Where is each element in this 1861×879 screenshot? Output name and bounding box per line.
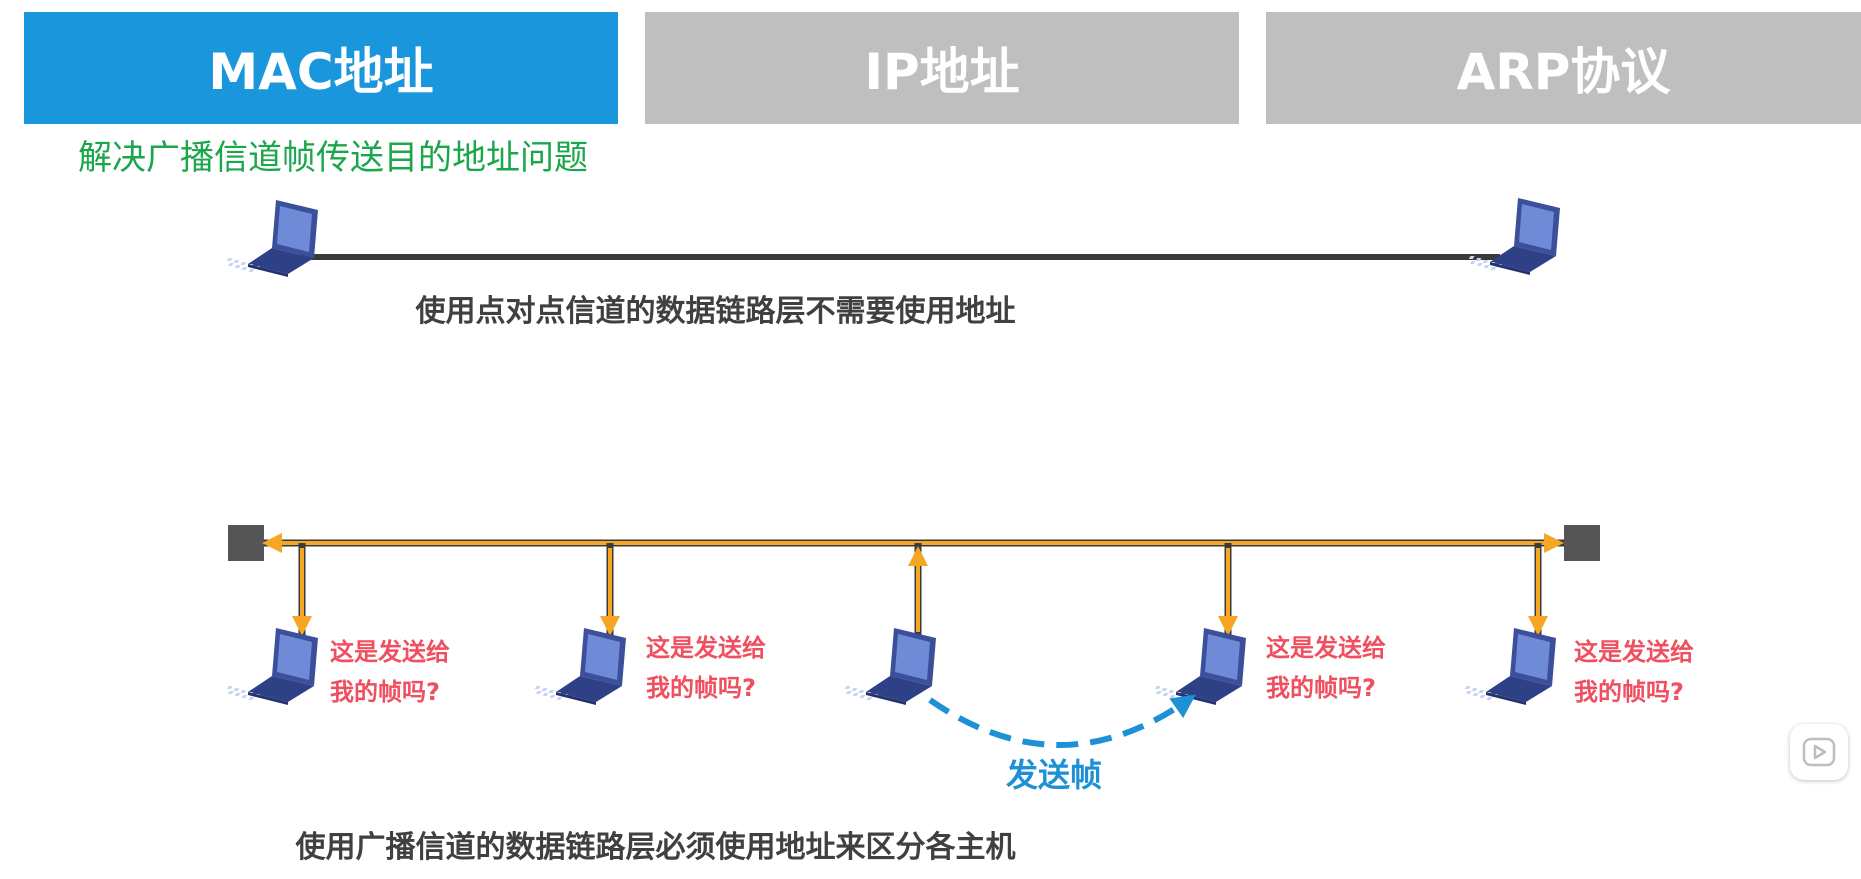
section-subtitle: 解决广播信道帧传送目的地址问题 <box>78 138 588 178</box>
laptop-icon <box>1468 198 1560 275</box>
laptop-icon <box>1464 628 1556 705</box>
laptop-icon <box>534 628 626 705</box>
bus-terminator-left <box>228 525 264 561</box>
tab-mac-address[interactable]: MAC地址 <box>24 12 618 124</box>
question-line-1: 这是发送给 <box>330 638 450 666</box>
send-frame-arrow <box>928 694 1196 748</box>
tab-ip-address[interactable]: IP地址 <box>645 12 1239 124</box>
question-line-1: 这是发送给 <box>1574 638 1694 666</box>
question-line-2: 我的帧吗? <box>646 674 756 702</box>
question-line-1: 这是发送给 <box>646 634 766 662</box>
bus-terminator-right <box>1564 525 1600 561</box>
question-line-2: 我的帧吗? <box>1266 674 1376 702</box>
play-icon <box>1802 737 1836 767</box>
question-line-1: 这是发送给 <box>1266 634 1386 662</box>
laptop-icon <box>1154 628 1246 705</box>
send-frame-label: 发送帧 <box>1006 756 1102 794</box>
tab-arp-protocol[interactable]: ARP协议 <box>1266 12 1861 124</box>
question-line-2: 我的帧吗? <box>1574 678 1684 706</box>
question-line-2: 我的帧吗? <box>330 678 440 706</box>
play-button[interactable] <box>1790 724 1848 780</box>
laptop-icon <box>226 200 318 277</box>
broadcast-caption: 使用广播信道的数据链路层必须使用地址来区分各主机 <box>295 830 1016 865</box>
laptop-icon <box>844 628 936 705</box>
point-to-point-caption: 使用点对点信道的数据链路层不需要使用地址 <box>415 294 1016 329</box>
laptop-icon <box>226 628 318 705</box>
